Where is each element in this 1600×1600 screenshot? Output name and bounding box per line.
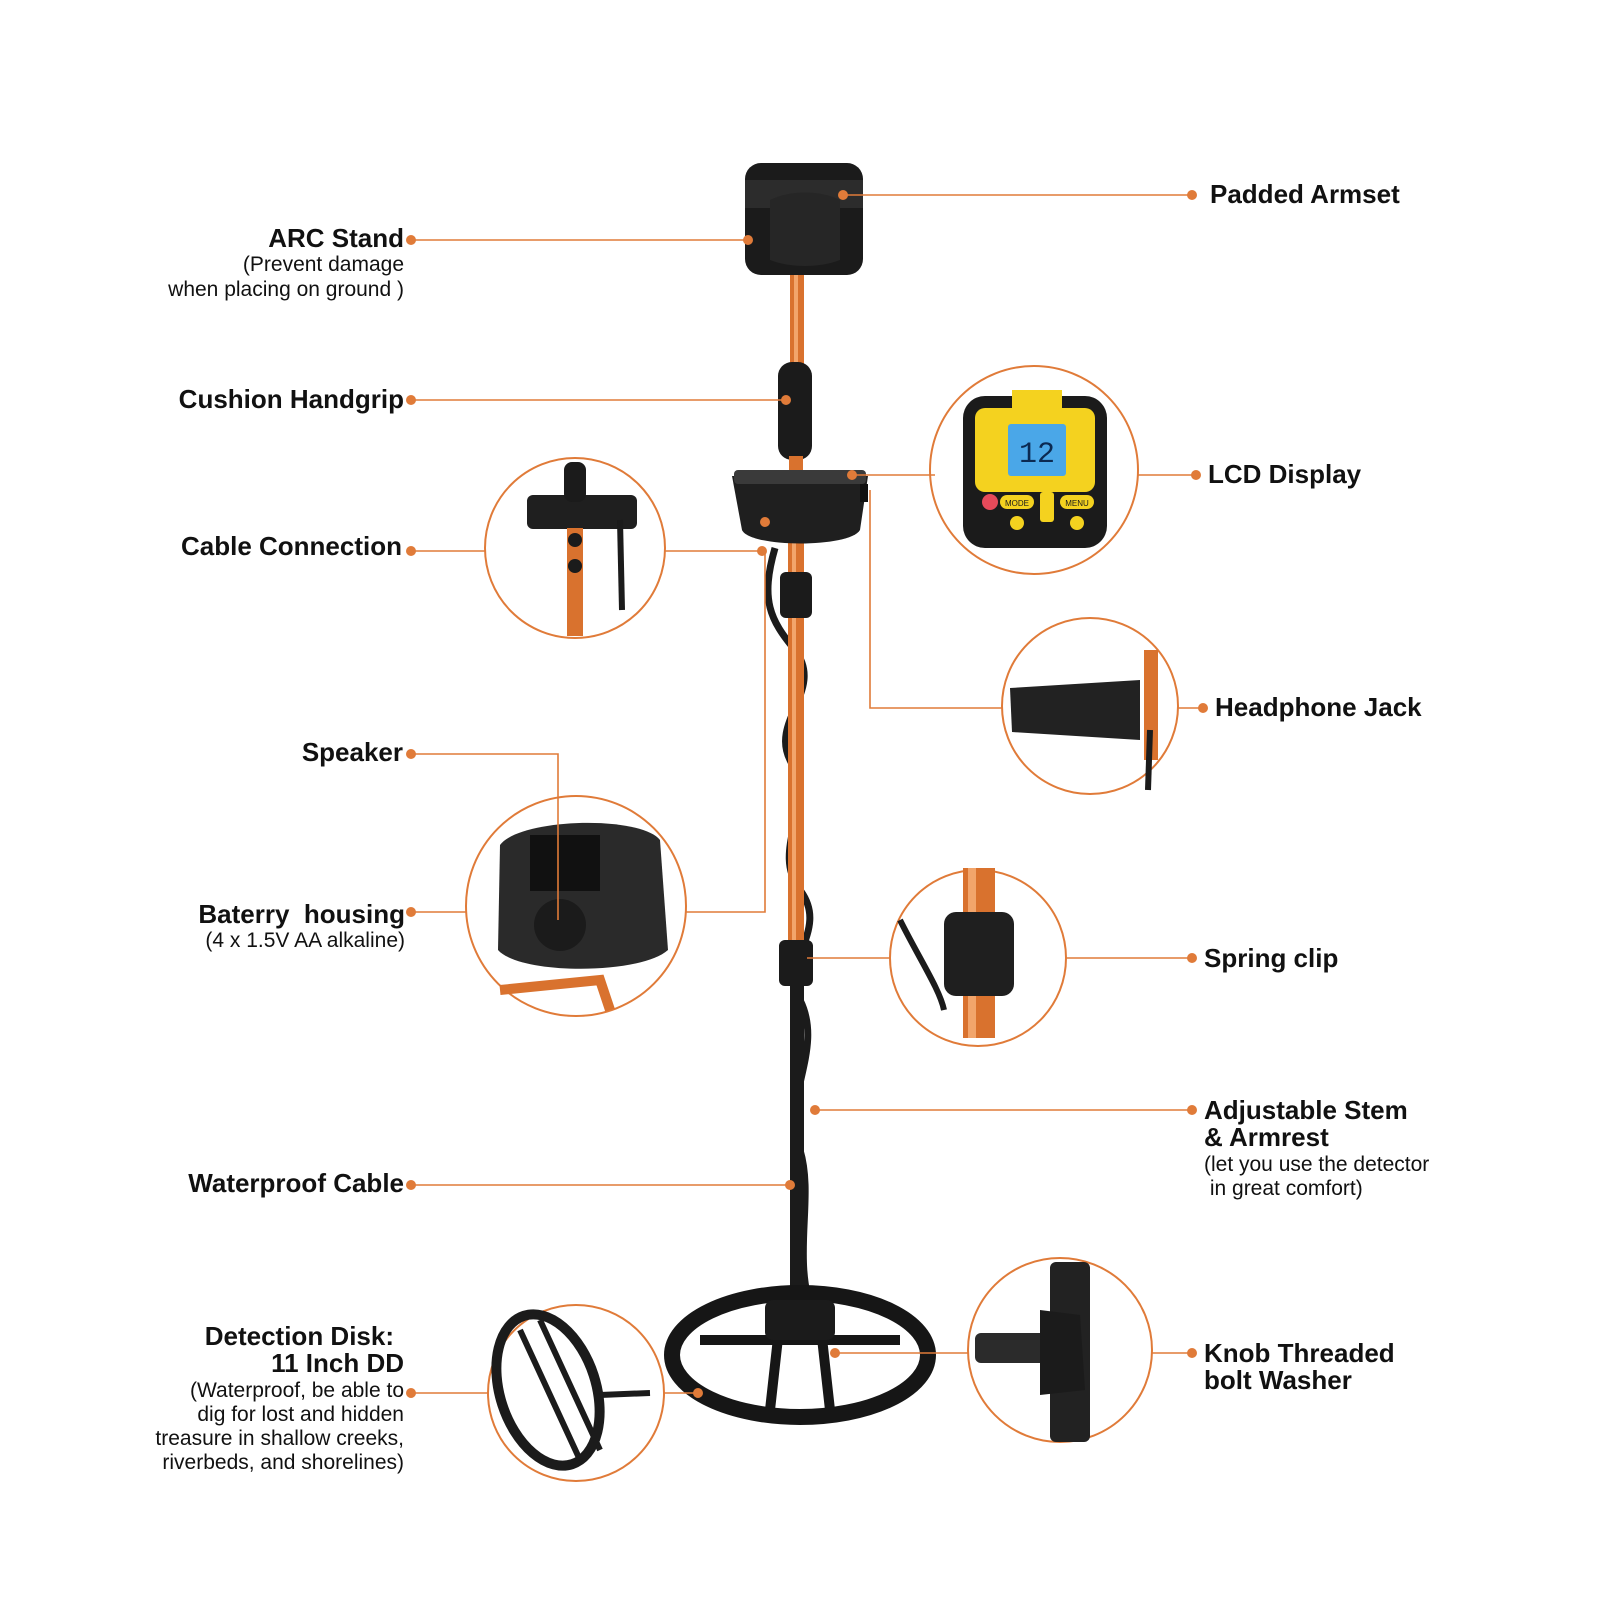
arc-stand-title: ARC Stand <box>268 223 404 253</box>
spring-clip-shape <box>780 572 812 618</box>
label-cushion-handgrip: Cushion Handgrip <box>178 384 404 414</box>
lcd-display-title: LCD Display <box>1208 459 1362 489</box>
detection-disk-sub4: riverbeds, and shorelines) <box>162 1451 404 1475</box>
control-box-shape <box>732 476 868 544</box>
label-waterproof-cable: Waterproof Cable <box>188 1168 404 1198</box>
arc-stand-sub1: (Prevent damage <box>242 253 404 277</box>
label-lcd-display: LCD Display <box>1208 459 1362 489</box>
detection-disk-title2: 11 Inch DD <box>271 1348 404 1379</box>
label-spring-clip: Spring clip <box>1204 943 1339 973</box>
metal-detector-illustration <box>664 163 936 1425</box>
label-knob-bolt: Knob Threaded bolt Washer <box>1204 1338 1395 1396</box>
detection-disk-sub1: (Waterproof, be able to <box>190 1378 404 1402</box>
battery-housing-sub1: (4 x 1.5V AA alkaline) <box>205 929 405 953</box>
adjustable-stem-title1: Adjustable Stem <box>1204 1095 1408 1125</box>
lcd-reading: 12 <box>1019 438 1055 472</box>
headphone-jack-title: Headphone Jack <box>1215 692 1422 722</box>
label-headphone-jack: Headphone Jack <box>1215 692 1422 722</box>
label-detection-disk: Detection Disk: 11 Inch DD (Waterproof, … <box>155 1321 404 1475</box>
leader-dots <box>406 190 1208 1398</box>
battery-housing-detail <box>465 795 687 1017</box>
lcd-display-detail: 12 MODE MENU <box>929 365 1139 575</box>
lower-stem <box>790 985 804 1305</box>
label-battery-housing: Baterry housing (4 x 1.5V AA alkaline) <box>198 899 405 953</box>
knob-bolt-title2: bolt Washer <box>1204 1365 1352 1396</box>
label-cable-connection: Cable Connection <box>180 531 402 561</box>
padded-armset-title: Padded Armset <box>1210 179 1400 209</box>
knob-bolt-detail <box>967 1257 1153 1443</box>
battery-housing-title: Baterry housing <box>198 899 405 929</box>
cushion-handgrip-title: Cushion Handgrip <box>178 384 404 414</box>
adjustable-stem-title2: & Armrest <box>1204 1122 1329 1153</box>
lcd-mode-button-label: MODE <box>1005 499 1029 508</box>
waterproof-cable-title: Waterproof Cable <box>188 1168 404 1198</box>
lcd-menu-button-label: MENU <box>1065 499 1089 508</box>
search-coil-shape <box>664 1285 936 1425</box>
lcd-screen <box>1008 424 1066 476</box>
headphone-jack-detail <box>1001 617 1179 795</box>
arc-stand-sub2: when placing on ground ) <box>168 277 404 301</box>
label-arc-stand: ARC Stand (Prevent damage when placing o… <box>168 223 404 301</box>
leader-lines <box>411 194 1203 1394</box>
detection-disk-sub3: treasure in shallow creeks, <box>155 1427 404 1451</box>
knob-bolt-title1: Knob Threaded <box>1204 1338 1395 1368</box>
detection-disk-detail <box>487 1304 665 1482</box>
adjustable-stem-sub2: in great comfort) <box>1204 1176 1363 1200</box>
detection-disk-title1: Detection Disk: <box>204 1321 394 1351</box>
cushion-handgrip-shape <box>778 362 812 460</box>
adjustable-stem-sub1: (let you use the detector <box>1204 1152 1430 1176</box>
label-speaker: Speaker <box>301 737 403 767</box>
label-padded-armset: Padded Armset <box>1210 179 1400 209</box>
label-adjustable-stem: Adjustable Stem & Armrest (let you use t… <box>1204 1095 1430 1200</box>
speaker-title: Speaker <box>301 737 403 767</box>
spring-clip-title: Spring clip <box>1204 943 1339 973</box>
cable-connection-title: Cable Connection <box>180 531 402 561</box>
detection-disk-sub2: dig for lost and hidden <box>197 1402 404 1426</box>
cable-connection-detail <box>484 457 666 639</box>
spring-clip-detail <box>889 868 1067 1047</box>
